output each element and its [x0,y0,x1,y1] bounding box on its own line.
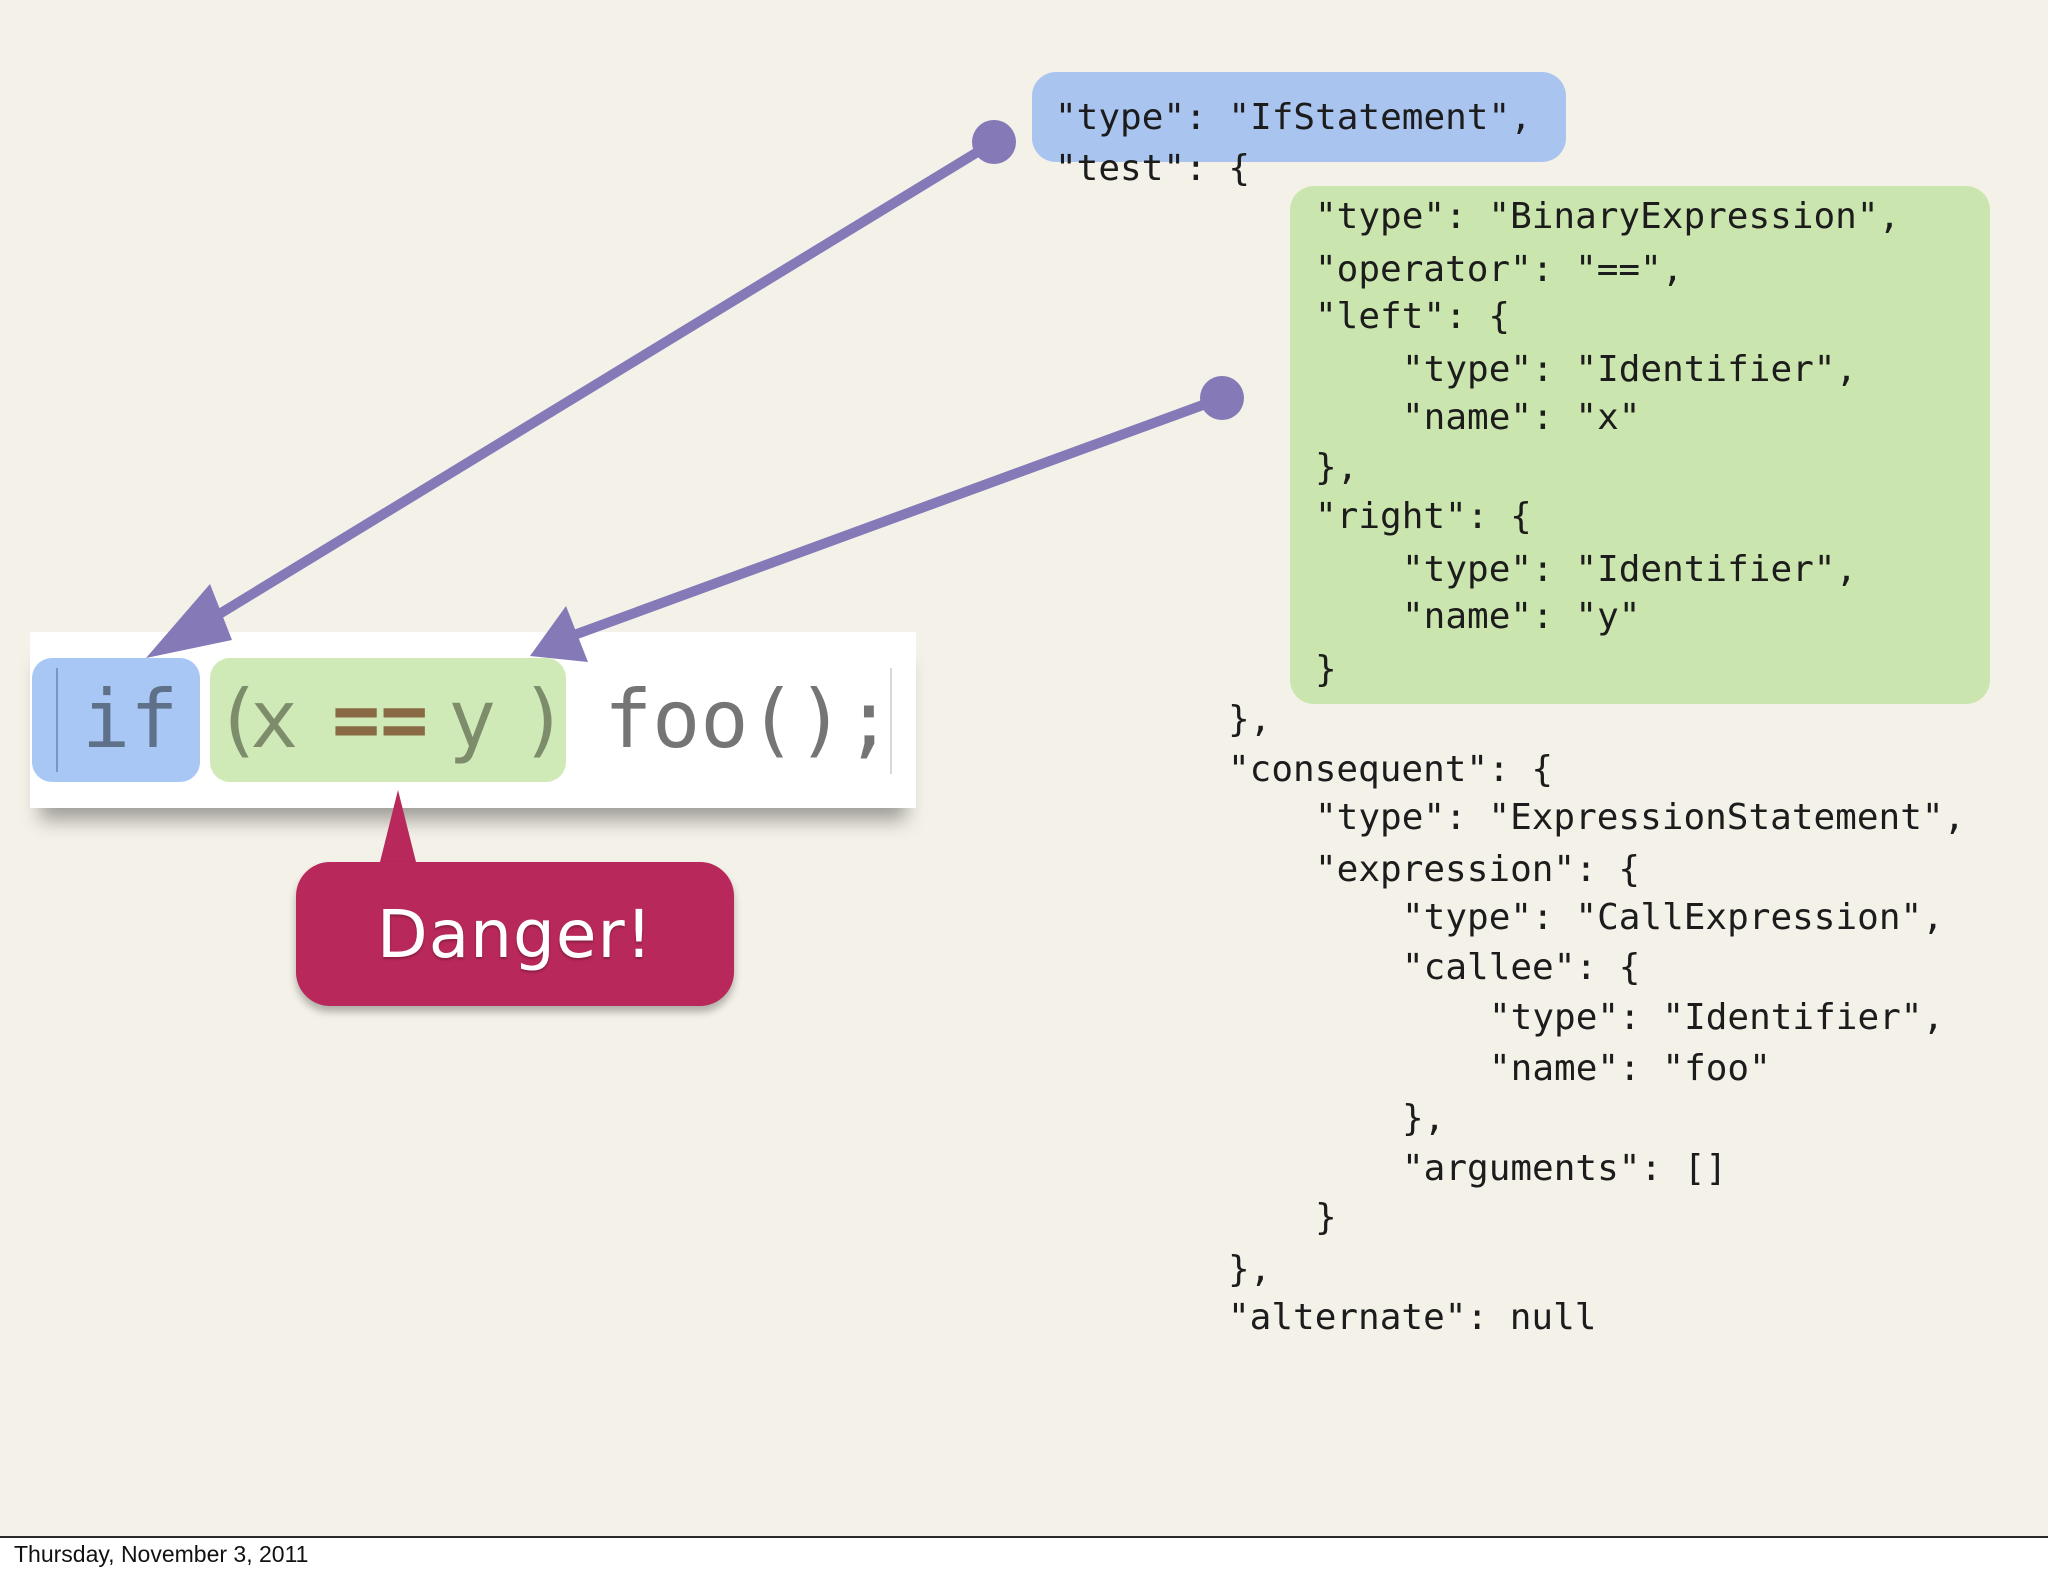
ast-line: "test": { [1055,148,1251,189]
call-statement: foo(); [604,673,893,766]
ast-line: "name": "foo" [1489,1048,1771,1089]
ast-line: "alternate": null [1228,1297,1597,1338]
arrowhead-icon [146,584,232,658]
text-cursor [56,668,58,772]
identifier-y: y [448,673,497,766]
if-keyword-highlight [32,658,200,782]
ast-line: "name": "x" [1402,397,1641,438]
code-snippet: if ( x == y ) foo(); [30,632,916,808]
ast-line: "left": { [1315,296,1511,337]
ast-line: }, [1228,1249,1272,1290]
arrow-ifstatement [146,120,1016,658]
slide: "type": "IfStatement", "test": { "type":… [0,0,2048,1538]
ast-line: "type": "ExpressionStatement", [1315,797,1966,838]
binaryexpression-highlight [1290,186,1990,704]
ast-line: "callee": { [1402,947,1641,988]
ast-line: "arguments": [] [1402,1148,1728,1189]
ast-line: } [1315,649,1337,690]
ast-line: "type": "Identifier", [1402,549,1858,590]
ast-line: "type": "Identifier", [1489,997,1945,1038]
keyword-if: if [82,673,179,766]
ast-line: }, [1315,447,1359,488]
ast-line: "operator": "==", [1315,249,1684,290]
ast-line: "type": "Identifier", [1402,349,1858,390]
right-paren: ) [520,673,569,766]
connector-arrows [146,120,1244,662]
ast-line: }, [1402,1098,1446,1139]
danger-callout: Danger! [296,862,734,1006]
ast-line: "consequent": { [1228,749,1554,790]
anchor-dot-icon [1200,376,1244,420]
ast-line: "right": { [1315,496,1532,537]
ifstatement-highlight [1032,72,1566,162]
anchor-dot-icon [972,120,1016,164]
ast-line: }, [1228,699,1272,740]
callout-pointer [378,790,418,870]
condition-highlight [210,658,566,782]
ast-line: "type": "IfStatement", [1055,97,1532,138]
left-paren: ( [214,673,263,766]
equality-operator: == [332,673,429,766]
footer-date: Thursday, November 3, 2011 [14,1541,309,1567]
ast-line: } [1315,1197,1337,1238]
ast-line: "name": "y" [1402,596,1641,637]
line-end-bar [890,668,892,774]
arrow-binaryexpression [530,376,1244,662]
arrowhead-icon [530,606,588,662]
danger-label: Danger! [376,895,654,973]
ast-line: "expression": { [1315,849,1641,890]
identifier-x: x [250,673,299,766]
ast-line: "type": "CallExpression", [1402,897,1944,938]
ast-line: "type": "BinaryExpression", [1315,196,1901,237]
